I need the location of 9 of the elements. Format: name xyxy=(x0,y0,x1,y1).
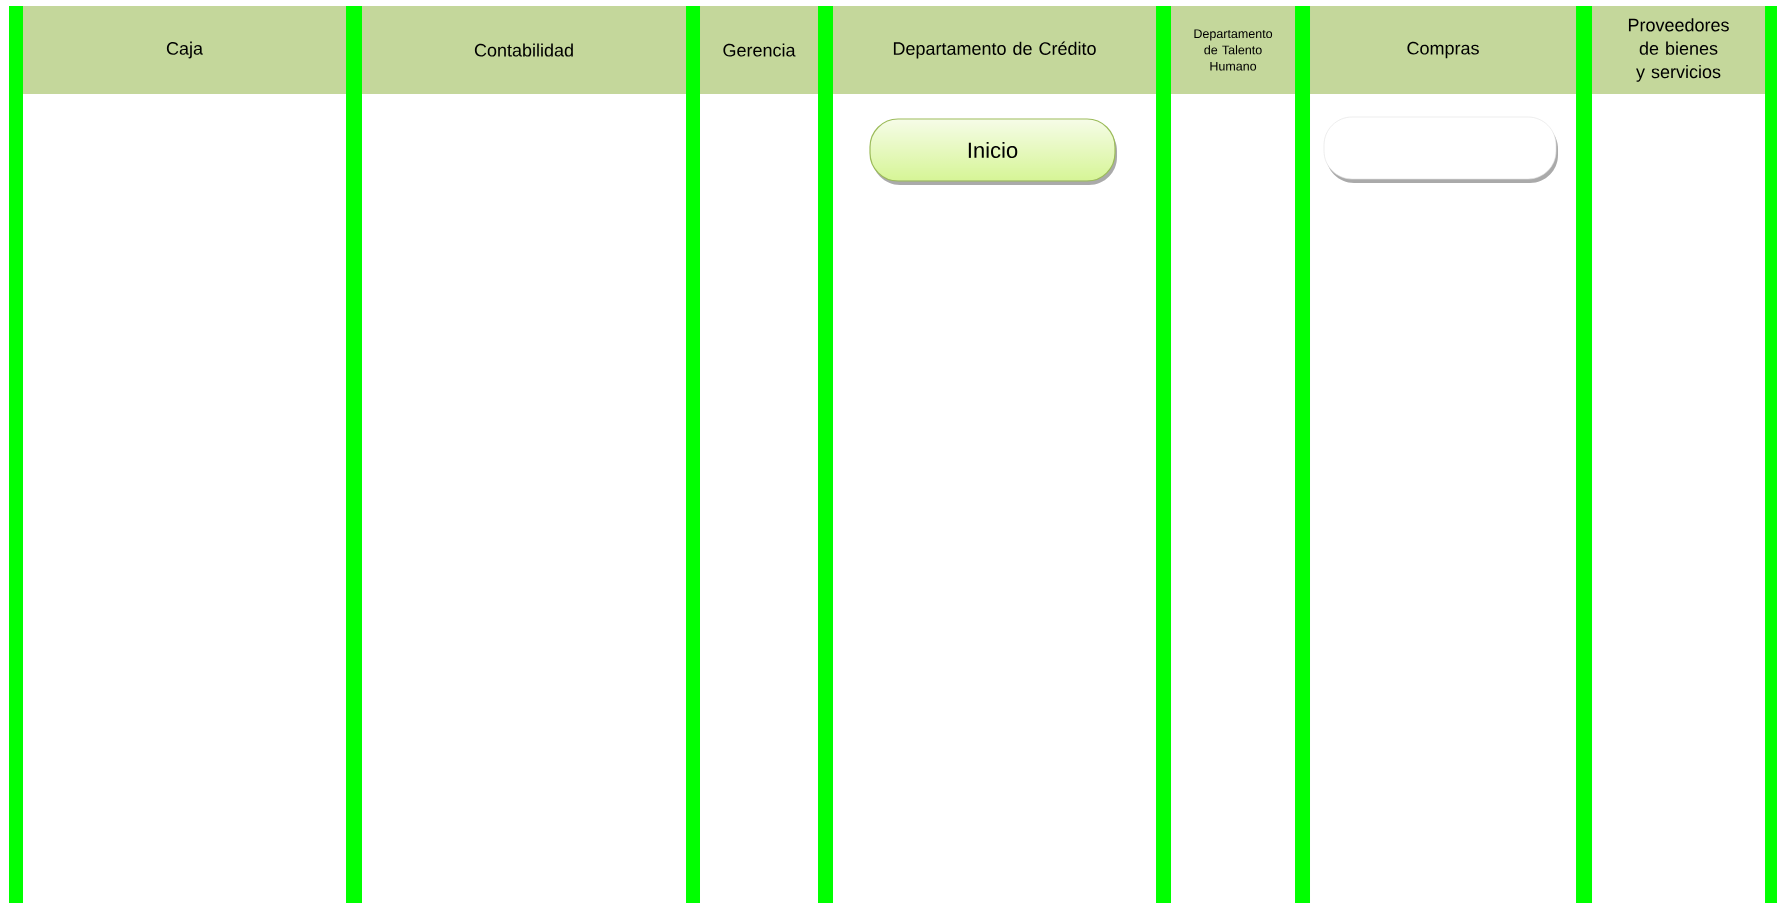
empty-terminal xyxy=(1323,116,1558,183)
lane-header: Departamento de Crédito xyxy=(833,6,1156,94)
lane-header: Caja xyxy=(23,6,346,94)
lane-header: Contabilidad xyxy=(362,6,686,94)
lane-header: Proveedores de bienes y servicios xyxy=(1592,6,1765,94)
lane-header: Compras xyxy=(1310,6,1576,94)
start-terminal: Inicio xyxy=(869,118,1117,185)
lane-header: Gerencia xyxy=(700,6,818,94)
lane-header: Departamento de Talento Humano xyxy=(1171,6,1295,94)
